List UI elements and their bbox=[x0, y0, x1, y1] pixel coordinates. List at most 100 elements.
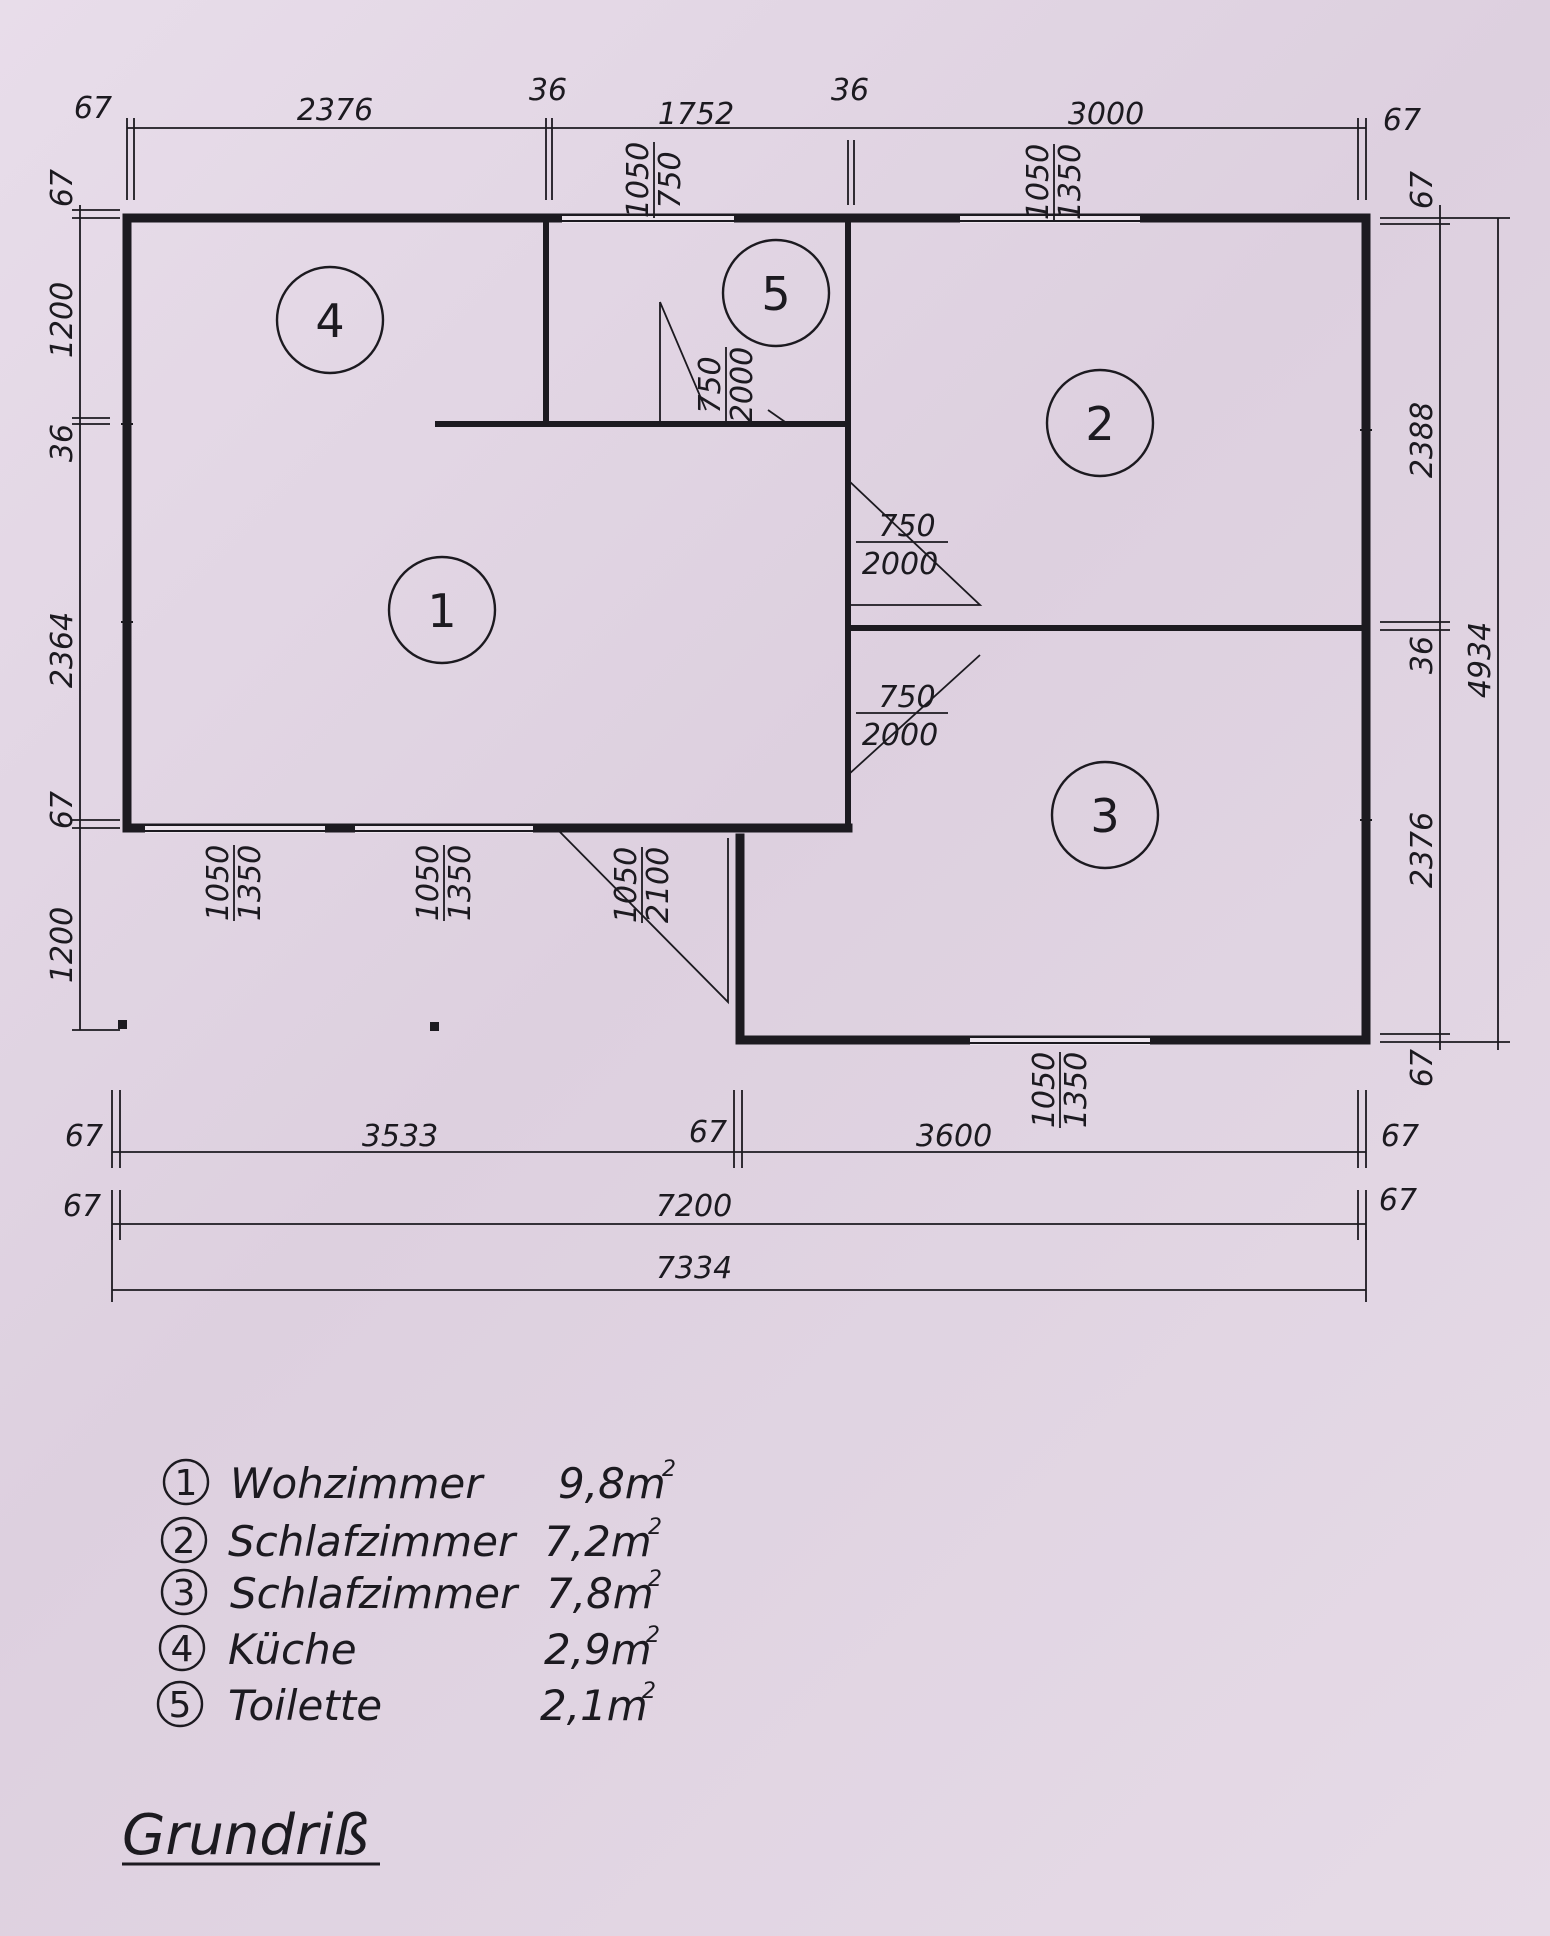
svg-text:2: 2 bbox=[1085, 397, 1114, 451]
svg-text:750: 750 bbox=[653, 151, 688, 208]
svg-text:2100: 2100 bbox=[641, 847, 676, 923]
svg-text:1: 1 bbox=[427, 584, 456, 638]
dim-left-67-top: 67 bbox=[45, 169, 80, 207]
window-bottom-bedroom3-label: 1050 1350 bbox=[1027, 1052, 1094, 1128]
svg-text:3: 3 bbox=[1090, 789, 1119, 843]
svg-text:1050: 1050 bbox=[609, 847, 644, 923]
dim-right-2388: 2388 bbox=[1405, 402, 1440, 478]
dim-right-4934: 4934 bbox=[1463, 622, 1498, 698]
svg-text:2000: 2000 bbox=[725, 347, 760, 423]
dim-left-67-bottom: 67 bbox=[45, 791, 80, 829]
dim-bottom-3533: 3533 bbox=[362, 1119, 438, 1154]
door-entrance-label: 1050 2100 bbox=[609, 847, 676, 923]
svg-text:2,1m: 2,1m bbox=[540, 1681, 648, 1730]
room-2[interactable]: 2 bbox=[1045, 368, 1155, 478]
dim-bottom-67-d: 67 bbox=[63, 1189, 101, 1224]
dim-bottom-67-b: 67 bbox=[689, 1115, 727, 1150]
room-1[interactable]: 1 bbox=[387, 555, 497, 665]
dim-bottom-3600: 3600 bbox=[916, 1119, 992, 1154]
top-dimensions: 67 2376 36 1752 36 3000 67 bbox=[74, 73, 1421, 205]
door-toilet-swing bbox=[659, 301, 707, 424]
door-bedroom3-swing bbox=[847, 654, 981, 776]
dim-bottom-7200: 7200 bbox=[656, 1189, 732, 1224]
dim-top-67-left: 67 bbox=[74, 91, 112, 126]
room-5[interactable]: 5 bbox=[721, 238, 831, 348]
room-4[interactable]: 4 bbox=[275, 265, 385, 375]
svg-text:5: 5 bbox=[169, 1685, 192, 1726]
svg-text:Wohzimmer: Wohzimmer bbox=[230, 1459, 485, 1508]
opening-labels: 1050 750 1050 1350 750 2000 750 2000 750… bbox=[201, 142, 1094, 1128]
svg-text:7,2m: 7,2m bbox=[544, 1517, 652, 1566]
svg-text:1050: 1050 bbox=[1021, 144, 1056, 220]
legend-item-4: 4 Küche 2,9m 2 bbox=[158, 1623, 660, 1674]
dim-bottom-67-a: 67 bbox=[65, 1119, 103, 1154]
svg-text:Toilette: Toilette bbox=[228, 1681, 382, 1730]
window-top-bedroom2-label: 1050 1350 bbox=[1021, 144, 1088, 220]
svg-text:2000: 2000 bbox=[862, 547, 938, 582]
dim-right-2376: 2376 bbox=[1405, 812, 1440, 888]
svg-text:750: 750 bbox=[878, 680, 935, 715]
svg-text:2: 2 bbox=[662, 1457, 676, 1482]
right-dimensions: 67 2388 36 2376 67 4934 bbox=[1380, 171, 1510, 1087]
legend-item-3: 3 Schlafzimmer 7,8m 2 bbox=[160, 1567, 662, 1618]
dim-top-3000: 3000 bbox=[1068, 97, 1144, 132]
windows bbox=[121, 214, 1372, 1045]
svg-text:4: 4 bbox=[315, 294, 344, 348]
window-bottom-left-1-label: 1050 1350 bbox=[201, 845, 268, 921]
svg-text:750: 750 bbox=[693, 356, 728, 413]
dim-right-67-bottom: 67 bbox=[1405, 1049, 1440, 1087]
door-bedroom2-swing bbox=[847, 479, 983, 606]
dim-bottom-7334: 7334 bbox=[656, 1251, 732, 1286]
dim-bottom-67-c: 67 bbox=[1381, 1119, 1419, 1154]
svg-text:1050: 1050 bbox=[621, 142, 656, 218]
dim-bottom-67-e: 67 bbox=[1379, 1183, 1417, 1218]
dim-right-36: 36 bbox=[1405, 636, 1440, 674]
svg-text:1350: 1350 bbox=[443, 845, 478, 921]
svg-text:2: 2 bbox=[648, 1515, 662, 1540]
legend-item-1: 1 Wohzimmer 9,8m 2 bbox=[162, 1457, 676, 1508]
svg-text:750: 750 bbox=[878, 509, 935, 544]
dim-top-36-b: 36 bbox=[831, 73, 869, 108]
dim-left-1200-bottom: 1200 bbox=[45, 907, 80, 983]
door-entrance-swing bbox=[555, 827, 729, 1005]
svg-text:1050: 1050 bbox=[1027, 1052, 1062, 1128]
svg-text:1350: 1350 bbox=[1053, 144, 1088, 220]
window-top-toilet-label: 1050 750 bbox=[621, 142, 688, 218]
dim-right-67-top: 67 bbox=[1405, 171, 1440, 209]
walls bbox=[122, 213, 1371, 1045]
dim-top-2376: 2376 bbox=[297, 93, 373, 128]
plan-title: Grundriß bbox=[122, 1803, 380, 1868]
legend-item-5: 5 Toilette 2,1m 2 bbox=[156, 1679, 656, 1730]
dim-left-36: 36 bbox=[45, 424, 80, 462]
svg-text:Schlafzimmer: Schlafzimmer bbox=[230, 1569, 520, 1618]
doors bbox=[555, 301, 983, 1005]
svg-text:9,8m: 9,8m bbox=[558, 1459, 666, 1508]
svg-text:2: 2 bbox=[642, 1679, 656, 1704]
dim-top-1752: 1752 bbox=[658, 97, 734, 132]
window-bottom-left-2-label: 1050 1350 bbox=[411, 845, 478, 921]
svg-text:2: 2 bbox=[646, 1623, 660, 1648]
svg-text:3: 3 bbox=[173, 1573, 196, 1614]
legend-item-2: 2 Schlafzimmer 7,2m 2 bbox=[160, 1515, 662, 1566]
svg-text:2000: 2000 bbox=[862, 718, 938, 753]
door-toilet-label: 750 2000 bbox=[693, 347, 760, 423]
svg-text:1050: 1050 bbox=[411, 845, 446, 921]
dim-top-67-right: 67 bbox=[1383, 103, 1421, 138]
svg-text:5: 5 bbox=[761, 267, 790, 321]
left-dimensions: 67 1200 36 2364 67 1200 bbox=[45, 169, 120, 1031]
svg-text:1350: 1350 bbox=[1059, 1052, 1094, 1128]
door-bedroom3-label: 750 2000 bbox=[856, 680, 948, 753]
svg-text:2,9m: 2,9m bbox=[544, 1625, 652, 1674]
room-legend: 1 Wohzimmer 9,8m 2 2 Schlafzimmer 7,2m 2… bbox=[156, 1457, 676, 1730]
dim-left-2364: 2364 bbox=[45, 612, 80, 688]
room-3[interactable]: 3 bbox=[1050, 760, 1160, 870]
svg-text:1050: 1050 bbox=[201, 845, 236, 921]
svg-text:2: 2 bbox=[648, 1567, 662, 1592]
bottom-dimensions: 67 3533 67 3600 67 67 7200 67 7334 bbox=[63, 1090, 1419, 1302]
svg-text:Küche: Küche bbox=[228, 1625, 357, 1674]
svg-text:1: 1 bbox=[175, 1463, 198, 1504]
svg-text:7,8m: 7,8m bbox=[546, 1569, 654, 1618]
dim-top-36-a: 36 bbox=[529, 73, 567, 108]
svg-text:2: 2 bbox=[173, 1521, 196, 1562]
